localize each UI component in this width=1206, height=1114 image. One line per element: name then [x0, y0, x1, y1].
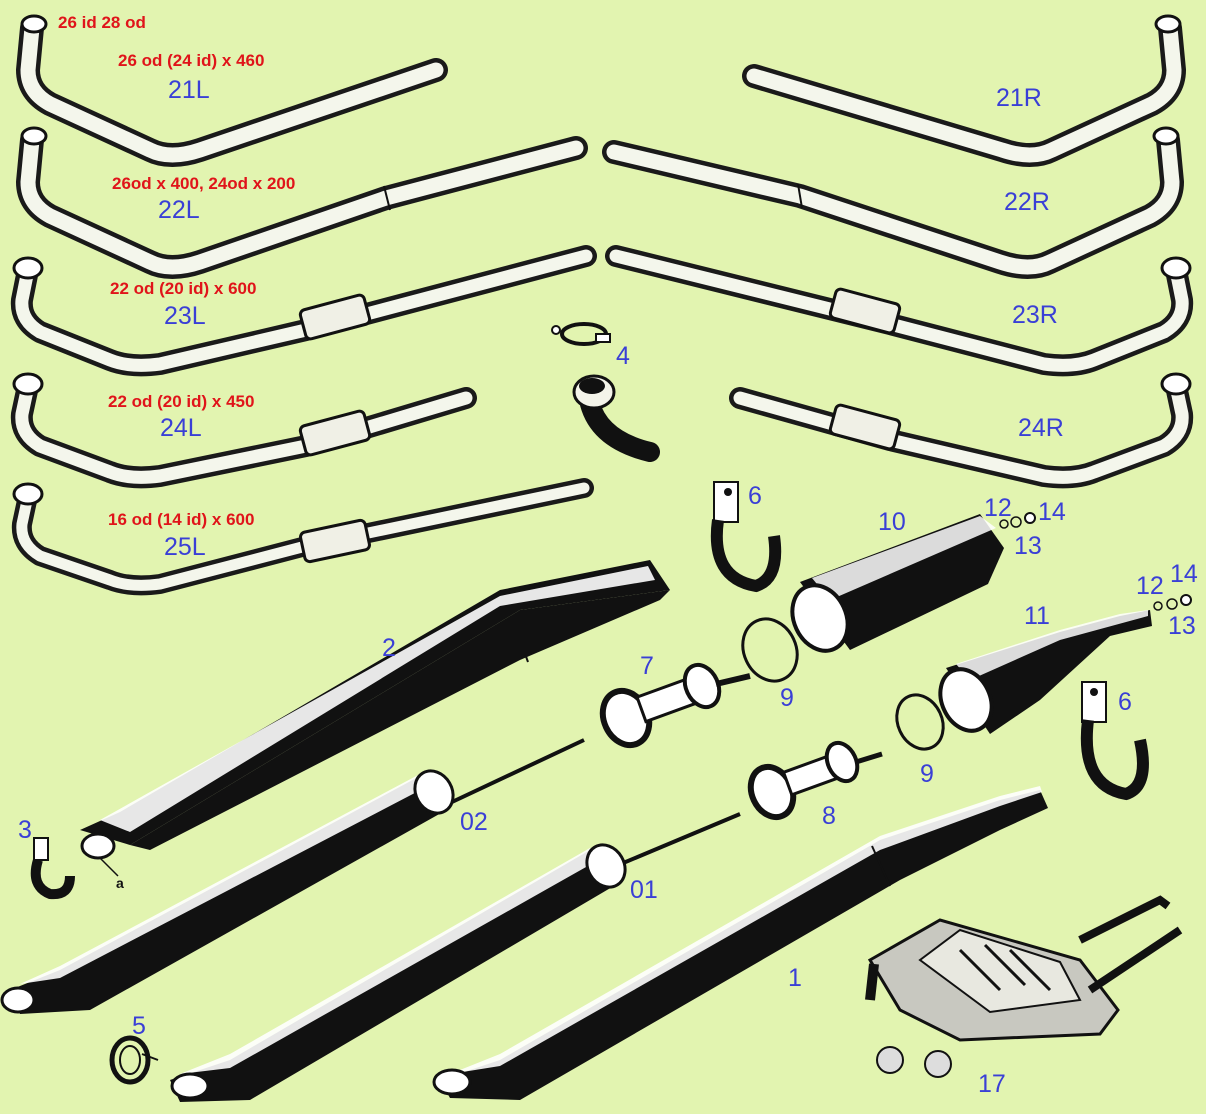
part-label-13-upper: 13: [1014, 532, 1042, 560]
part-label-9-lower: 9: [920, 760, 934, 788]
dimension-label-21: 26 id 28 od: [58, 13, 146, 32]
header-pipe-24L: [10, 372, 477, 489]
dimension-label-23-size: 22 od (20 id) x 600: [110, 279, 257, 298]
label-a: a: [116, 875, 124, 891]
tail-cone-11: [938, 610, 1152, 734]
part-label-12-lower: 12: [1136, 572, 1164, 600]
dimension-label-24-size: 22 od (20 id) x 450: [108, 392, 255, 411]
part-label-9-upper: 9: [780, 684, 794, 712]
dimension-label-21-size: 26 od (24 id) x 460: [118, 51, 265, 70]
header-pipe-25L: [11, 478, 594, 596]
pipe-end-4: [572, 374, 660, 462]
part-label-6-lower: 6: [1118, 688, 1132, 716]
part-label-1: 1: [788, 964, 802, 992]
part-label-24L: 24L: [160, 414, 202, 442]
part-label-6-upper: 6: [748, 482, 762, 510]
ring-9-upper: [741, 617, 799, 683]
part-label-21L: 21L: [168, 76, 210, 104]
dimension-label-25-size: 16 od (14 id) x 600: [108, 510, 255, 529]
part-label-5: 5: [132, 1012, 146, 1040]
part-label-21R: 21R: [996, 84, 1042, 112]
part-label-24R: 24R: [1018, 414, 1064, 442]
washers-12-13-14-lower: [1153, 594, 1192, 611]
clamp-4: [551, 322, 611, 346]
insert-02: [0, 738, 585, 1014]
part-label-22R: 22R: [1004, 188, 1050, 216]
part-label-22L: 22L: [158, 196, 200, 224]
part-label-2: 2: [382, 634, 396, 662]
clamp-3: [30, 837, 119, 900]
part-label-17: 17: [978, 1070, 1006, 1098]
rear-silencer-17: [865, 895, 1183, 1078]
washers-12-13-14-upper: [999, 512, 1036, 529]
part-label-10: 10: [878, 508, 906, 536]
clamp-6-upper: [710, 481, 782, 593]
silencer-2: [80, 560, 670, 860]
header-pipe-23L: [10, 245, 597, 377]
header-pipe-21R: [742, 14, 1186, 167]
part-label-01: 01: [630, 876, 658, 904]
insert-01: [170, 812, 741, 1102]
header-pipe-22L: [16, 126, 588, 279]
part-label-4: 4: [616, 342, 630, 370]
part-label-23R: 23R: [1012, 301, 1058, 329]
part-label-11: 11: [1024, 602, 1050, 630]
header-pipe-24R: [729, 372, 1194, 489]
part-label-8: 8: [822, 802, 836, 830]
header-pipe-23R: [605, 245, 1194, 377]
baffle-8: [747, 740, 883, 821]
silencer-1: [432, 786, 1048, 1100]
part-label-7: 7: [640, 652, 654, 680]
part-label-02: 02: [460, 808, 488, 836]
clamp-5: [109, 1035, 159, 1085]
header-pipe-21L: [16, 14, 448, 167]
header-pipe-22R: [602, 126, 1184, 279]
part-label-14-lower: 14: [1170, 560, 1198, 588]
part-label-13-lower: 13: [1168, 612, 1196, 640]
part-label-14-upper: 14: [1038, 498, 1066, 526]
part-label-23L: 23L: [164, 302, 206, 330]
part-label-3: 3: [18, 816, 32, 844]
baffle-7: [599, 662, 751, 749]
clamp-6-lower: [1080, 681, 1149, 801]
dimension-label-22-size: 26od x 400, 24od x 200: [112, 174, 296, 193]
part-label-12-upper: 12: [984, 494, 1012, 522]
part-label-25L: 25L: [164, 533, 206, 561]
muffler-body-10: [790, 514, 1004, 653]
ring-9-lower: [895, 693, 945, 751]
